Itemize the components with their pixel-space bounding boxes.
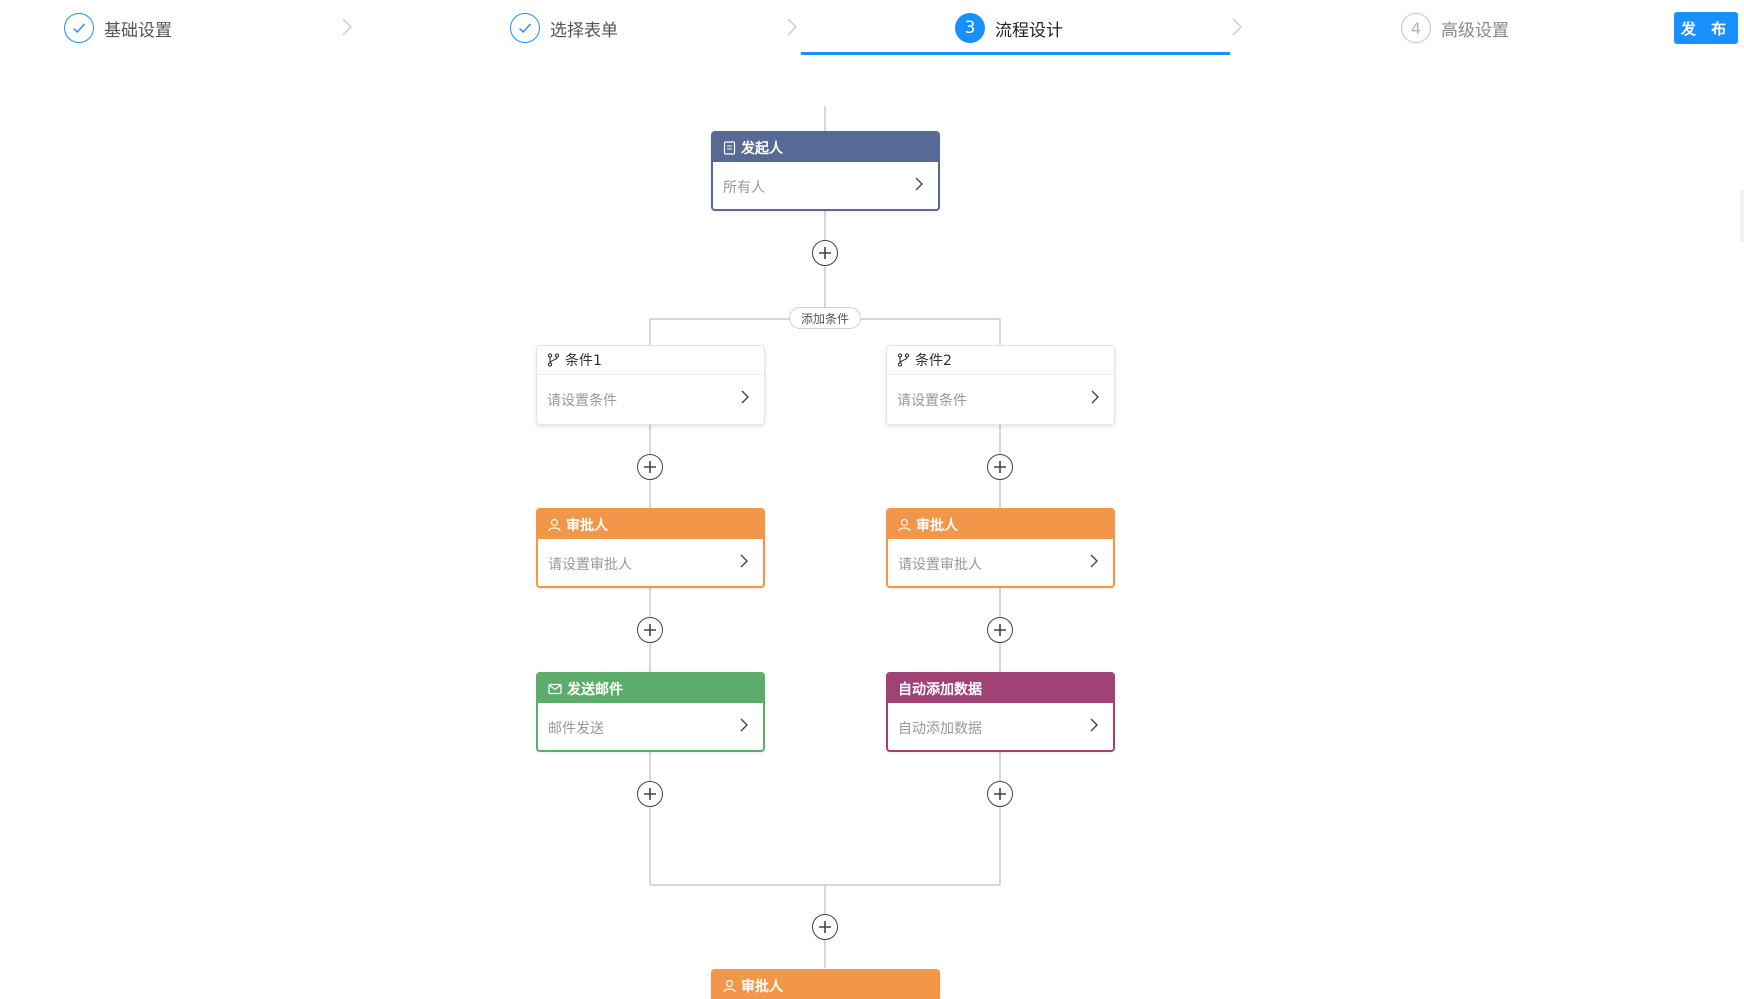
branch-icon: [547, 353, 560, 367]
step-label: 基础设置: [104, 20, 172, 41]
publish-button[interactable]: 发 布: [1674, 12, 1738, 44]
node-title: 审批人: [916, 517, 958, 534]
chevron-right-icon: [915, 177, 923, 191]
node-content: 请设置审批人: [898, 556, 982, 573]
add-node-button[interactable]: [987, 781, 1013, 807]
node-title: 发送邮件: [567, 681, 623, 698]
node-content: 自动添加数据: [898, 720, 982, 737]
chevron-right-icon: [1091, 390, 1099, 404]
check-icon: [510, 13, 540, 43]
add-node-button[interactable]: [812, 240, 838, 266]
mail-icon: [548, 683, 562, 694]
condition-node-header: 条件2: [887, 346, 1114, 375]
plus-icon: [644, 788, 656, 800]
check-icon: [64, 13, 94, 43]
add-node-button[interactable]: [637, 781, 663, 807]
plus-icon: [644, 461, 656, 473]
approver-node-header: 审批人: [888, 510, 1113, 539]
add-node-button[interactable]: [812, 914, 838, 940]
approver-node-header: 审批人: [713, 971, 938, 999]
step-label: 流程设计: [995, 20, 1063, 41]
user-icon: [898, 518, 911, 531]
document-icon: [723, 140, 736, 155]
approver-node-1[interactable]: 审批人 请设置审批人: [536, 508, 765, 588]
step-label: 高级设置: [1441, 20, 1509, 41]
node-content: 请设置条件: [547, 392, 617, 409]
node-title: 审批人: [741, 978, 783, 995]
branch-icon: [897, 353, 910, 367]
final-approver-node[interactable]: 审批人: [711, 969, 940, 999]
chevron-right-icon: [740, 554, 748, 568]
step-flow-design[interactable]: 3 流程设计: [955, 12, 1063, 44]
plus-icon: [994, 788, 1006, 800]
node-content: 邮件发送: [548, 720, 604, 737]
approver-node-2[interactable]: 审批人 请设置审批人: [886, 508, 1115, 588]
starter-node[interactable]: 发起人 所有人: [711, 131, 940, 211]
node-title: 发起人: [741, 140, 783, 157]
chevron-right-icon: [342, 18, 352, 36]
step-select-form[interactable]: 选择表单: [510, 12, 618, 44]
plus-icon: [994, 461, 1006, 473]
chevron-right-icon: [1232, 18, 1242, 36]
plus-icon: [644, 624, 656, 636]
plus-icon: [994, 624, 1006, 636]
user-icon: [548, 518, 561, 531]
plus-icon: [819, 921, 831, 933]
add-node-button[interactable]: [987, 617, 1013, 643]
add-node-button[interactable]: [637, 454, 663, 480]
starter-node-header: 发起人: [713, 133, 938, 162]
auto-add-data-node[interactable]: 自动添加数据 自动添加数据: [886, 672, 1115, 752]
condition-node-1[interactable]: 条件1 请设置条件: [536, 345, 765, 425]
condition-node-2[interactable]: 条件2 请设置条件: [886, 345, 1115, 425]
side-panel-handle[interactable]: [1740, 190, 1744, 242]
active-step-indicator: [801, 52, 1230, 55]
step-basic-settings[interactable]: 基础设置: [64, 12, 172, 44]
step-number-badge: 3: [955, 13, 985, 43]
email-node-header: 发送邮件: [538, 674, 763, 703]
add-node-button[interactable]: [987, 454, 1013, 480]
chevron-right-icon: [741, 390, 749, 404]
user-icon: [723, 979, 736, 992]
condition-node-header: 条件1: [537, 346, 764, 375]
add-node-button[interactable]: [637, 617, 663, 643]
node-title: 条件1: [565, 353, 602, 369]
node-title: 条件2: [915, 353, 952, 369]
send-email-node[interactable]: 发送邮件 邮件发送: [536, 672, 765, 752]
auto-data-node-header: 自动添加数据: [888, 674, 1113, 703]
add-condition-button[interactable]: 添加条件: [789, 307, 861, 329]
step-advanced-settings[interactable]: 4 高级设置: [1401, 12, 1509, 44]
node-content: 所有人: [723, 179, 765, 196]
chevron-right-icon: [740, 718, 748, 732]
chevron-right-icon: [1090, 554, 1098, 568]
node-content: 请设置条件: [897, 392, 967, 409]
steps-bar: 基础设置 选择表单 3 流程设计 4 高级设置 发 布: [0, 0, 1744, 60]
step-label: 选择表单: [550, 20, 618, 41]
chevron-right-icon: [787, 18, 797, 36]
node-title: 自动添加数据: [898, 681, 982, 698]
step-number-badge: 4: [1401, 13, 1431, 43]
plus-icon: [819, 247, 831, 259]
node-title: 审批人: [566, 517, 608, 534]
approver-node-header: 审批人: [538, 510, 763, 539]
node-content: 请设置审批人: [548, 556, 632, 573]
chevron-right-icon: [1090, 718, 1098, 732]
